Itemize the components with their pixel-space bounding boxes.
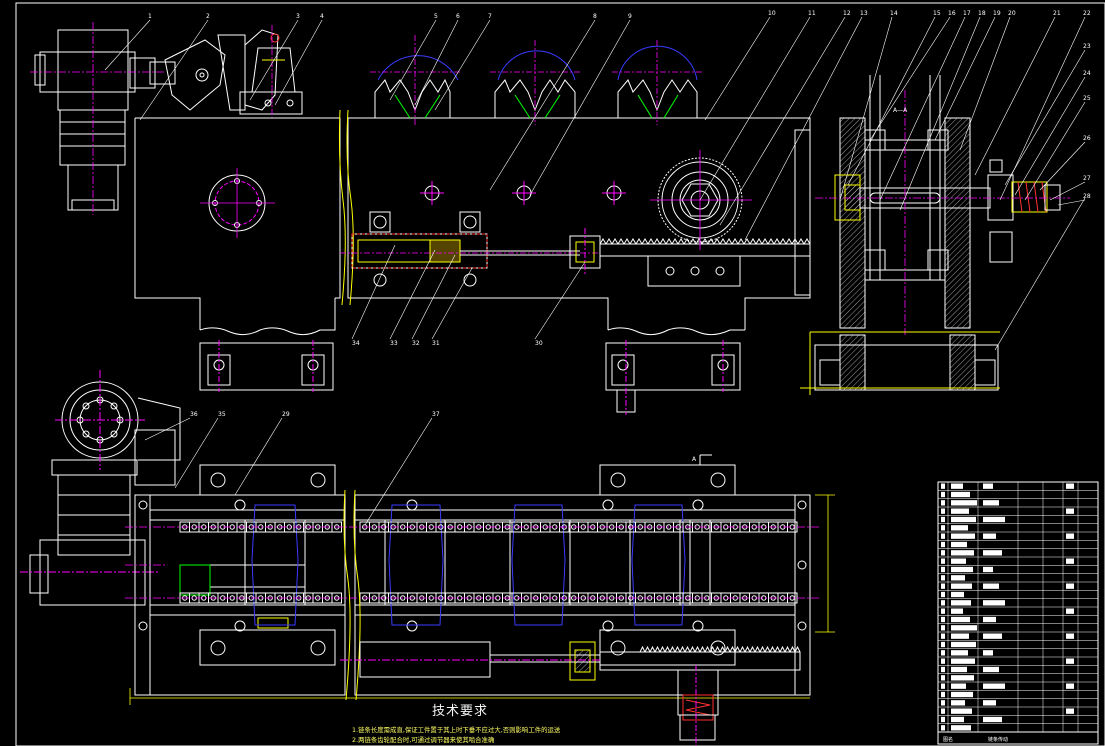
break-line-top [338, 109, 346, 306]
part-number-label: 8 [593, 13, 597, 20]
section-base [800, 331, 1000, 395]
frame-front-view [134, 117, 811, 336]
technical-requirements-title: 技术要求 [432, 704, 489, 719]
part-number-label: 20 [1008, 10, 1016, 17]
section-view-a-a [815, 75, 1070, 335]
part-number-label: 17 [963, 10, 971, 17]
part-number-label: 25 [1083, 95, 1091, 102]
part-number-label: 10 [768, 10, 776, 17]
coupling-top [164, 29, 279, 111]
hydraulic-cylinder [340, 211, 600, 287]
part-number-label: 12 [843, 10, 851, 17]
part-number-label: 1 [148, 13, 152, 20]
lower-drive [340, 641, 801, 746]
section-label: A—A [893, 107, 908, 114]
part-number-label: 11 [808, 10, 816, 17]
part-number-label: 24 [1083, 70, 1091, 77]
bearing-block [239, 33, 303, 115]
part-number-label: 27 [1083, 175, 1091, 182]
part-number-label: 7 [488, 13, 492, 20]
part-number-label: 19 [993, 10, 1001, 17]
frame-top-view [134, 464, 811, 696]
title-block: 图名 链条传动 [937, 481, 1099, 745]
part-number-label: 23 [1083, 43, 1091, 50]
part-number-label: 33 [390, 340, 398, 347]
part-number-label: 18 [978, 10, 986, 17]
gear-motor-lower [20, 370, 181, 606]
part-number-label: 32 [412, 340, 420, 347]
part-number-label: 37 [432, 411, 440, 418]
part-number-label: 28 [1083, 193, 1091, 200]
part-number-label: 9 [628, 13, 632, 20]
part-number-label: 5 [434, 13, 438, 20]
part-number-label: 16 [948, 10, 956, 17]
part-number-label: 14 [890, 10, 898, 17]
part-number-label: 4 [320, 13, 324, 20]
part-number-label: 22 [1083, 10, 1091, 17]
part-number-label: 6 [456, 13, 460, 20]
part-number-label: 30 [535, 340, 543, 347]
title-block-name-label: 图名 [943, 736, 953, 743]
rack [599, 238, 811, 287]
part-number-label: 13 [860, 10, 868, 17]
drawing-frame [15, 2, 1105, 746]
sprocket-group-top [370, 35, 702, 125]
part-number-label: 21 [1053, 10, 1061, 17]
part-number-label: 35 [218, 411, 226, 418]
body-holes [420, 181, 626, 205]
part-number-label: 3 [296, 13, 300, 20]
part-number-label: 2 [206, 13, 210, 20]
part-number-label: 36 [190, 411, 198, 418]
technical-requirement-line-1: 1.链条长度需成直,保证工件置于其上时下垂不应过大,否则影响工件的运送 [352, 726, 561, 734]
bearing-flange-left [200, 168, 275, 238]
title-block-drawing-name: 链条传动 [988, 736, 1008, 743]
part-number-label: 31 [432, 340, 440, 347]
technical-requirement-line-2: 2.两链条齿轮配合时,可通过调节器来使其啮合准确 [352, 736, 495, 744]
view-marker: A [692, 456, 697, 463]
part-number-label: 26 [1083, 135, 1091, 142]
hidden-lines [251, 504, 686, 626]
part-number-label: 29 [282, 411, 290, 418]
part-number-label: 34 [352, 340, 360, 347]
mounting-feet-front [199, 340, 741, 415]
part-number-label: 15 [933, 10, 941, 17]
